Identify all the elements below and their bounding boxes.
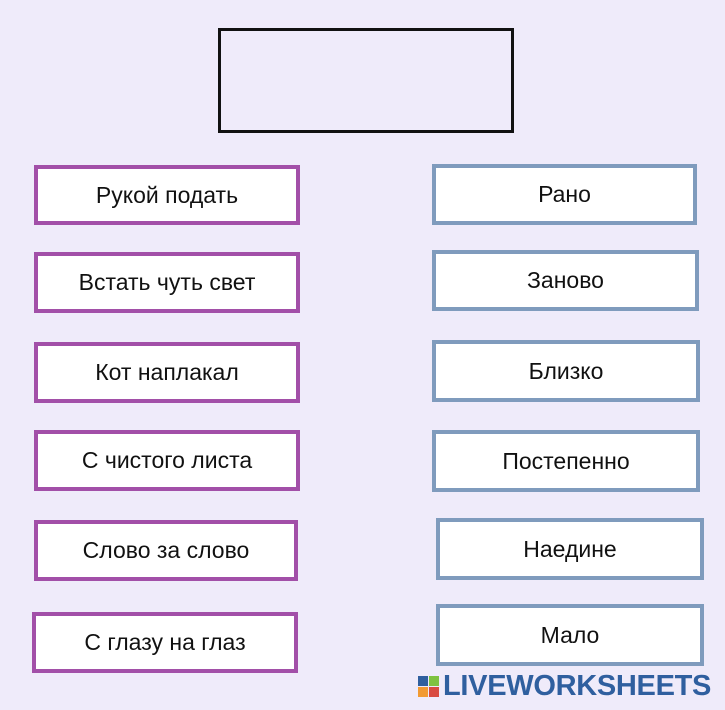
right-card-2-label: Заново: [527, 267, 604, 293]
answer-drop-target[interactable]: [218, 28, 514, 133]
liveworksheets-wordmark: LIVEWORKSHEETS: [443, 669, 712, 702]
liveworksheets-logo-icon: [418, 675, 439, 697]
liveworksheets-brand: LIVEWORKSHEETS: [418, 669, 711, 703]
right-card-3-label: Близко: [528, 357, 604, 384]
right-card-1-label: Рано: [538, 181, 591, 207]
right-card-6-label: Мало: [540, 621, 600, 648]
left-card-2-label: Встать чуть свет: [78, 269, 256, 295]
right-card-5-label: Наедине: [523, 535, 617, 562]
left-card-3[interactable]: Кот наплакал: [34, 342, 300, 403]
left-card-1-label: Рукой подать: [95, 181, 239, 208]
left-card-3-label: Кот наплакал: [95, 359, 239, 385]
right-card-4-label: Постепенно: [502, 447, 630, 474]
right-card-2[interactable]: Заново: [432, 250, 699, 311]
left-card-4-label: С чистого листа: [81, 447, 253, 473]
right-card-3[interactable]: Близко: [432, 340, 700, 402]
left-card-4[interactable]: С чистого листа: [34, 430, 300, 491]
right-card-1[interactable]: Рано: [432, 164, 697, 225]
left-card-6-label: С глазу на глаз: [84, 629, 246, 655]
left-card-5-label: Слово за слово: [82, 537, 250, 563]
right-card-6[interactable]: Мало: [436, 604, 704, 666]
right-card-5[interactable]: Наедине: [436, 518, 704, 580]
left-card-5[interactable]: Слово за слово: [34, 520, 298, 581]
left-card-1[interactable]: Рукой подать: [34, 165, 300, 225]
left-card-6[interactable]: С глазу на глаз: [32, 612, 298, 673]
left-card-2[interactable]: Встать чуть свет: [34, 252, 300, 313]
right-card-4[interactable]: Постепенно: [432, 430, 700, 492]
